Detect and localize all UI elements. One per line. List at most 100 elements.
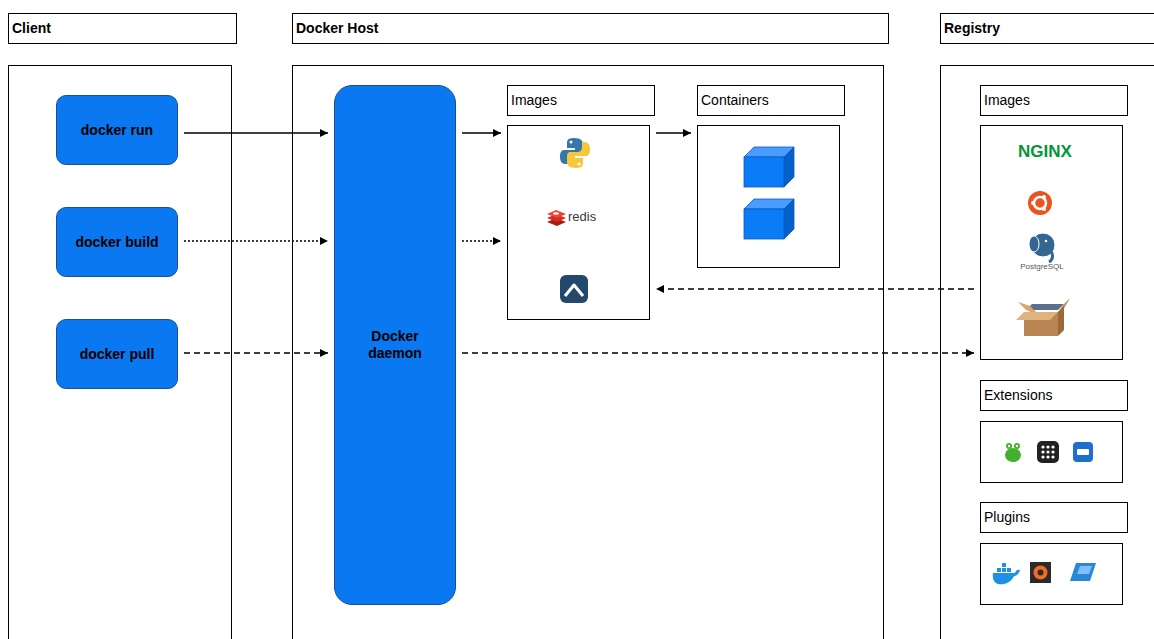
ubuntu-icon-part: [1028, 191, 1052, 215]
arrowhead-def: [184, 133, 974, 353]
plugin-icon-part: [1002, 563, 1006, 567]
plugin-icon-part: [1077, 566, 1092, 574]
heading-text: Containers: [701, 86, 844, 115]
extension-icon-part: [1041, 450, 1044, 453]
heading-text: Registry: [944, 14, 1154, 43]
flow-arrow: [184, 352, 328, 354]
panel-heading: Extensions: [980, 380, 1128, 411]
extension-icon-part: [1077, 449, 1089, 455]
plugin-icon-part: [1070, 563, 1096, 581]
extension-icon-part: [1046, 455, 1049, 458]
package-icon: [1016, 298, 1070, 336]
postgresql-icon: [1029, 233, 1055, 262]
extension-icon-part: [1046, 450, 1049, 453]
heading-text: Plugins: [984, 503, 1127, 532]
container-cube: [744, 199, 794, 239]
plugin-icon-part: [1030, 562, 1051, 583]
heading-text: Docker Host: [296, 14, 888, 43]
python-icon-part: [567, 142, 590, 168]
heading-text: Extensions: [984, 381, 1127, 410]
box-text: docker run: [81, 122, 153, 139]
ubuntu-icon-part: [1042, 195, 1046, 199]
python-icon: [560, 138, 590, 168]
logo-text: NGINX: [1018, 142, 1072, 162]
container-cube-part: [744, 209, 784, 239]
command-box: docker build: [56, 207, 178, 277]
flow-arrow: [656, 288, 974, 290]
redis-icon: [547, 210, 566, 226]
container-cube: [744, 147, 794, 187]
ubuntu-icon: [1028, 191, 1052, 215]
logo-text: redis: [568, 209, 596, 225]
plugin-icon-part: [1034, 566, 1048, 580]
extension-icon: [1073, 442, 1093, 462]
panel-heading: Images: [980, 85, 1128, 116]
extension-icon-part: [1051, 450, 1054, 453]
panel-heading: Client: [8, 13, 237, 44]
panel-heading: Registry: [940, 13, 1154, 44]
daemon-box: Docker daemon: [334, 85, 456, 605]
group-panel: Plugins: [980, 543, 1123, 605]
group-panel: Containers: [697, 125, 840, 268]
plugin-icon: [1070, 563, 1096, 581]
container-cube-part: [784, 199, 794, 239]
ubuntu-icon-part: [1031, 201, 1035, 205]
package-icon-part: [1016, 312, 1058, 320]
python-icon-part: [578, 163, 581, 166]
extension-icon-part: [1051, 455, 1054, 458]
extension-icon-part: [1014, 443, 1020, 449]
panel-heading: Docker Host: [292, 13, 889, 44]
flow-arrow: [462, 240, 501, 242]
box-text: docker pull: [80, 346, 155, 363]
heading-text: Images: [511, 86, 654, 115]
extension-icon-part: [1006, 443, 1012, 449]
redis-icon-part: [553, 212, 559, 214]
extension-icon-part: [1041, 455, 1044, 458]
plugin-icon-part: [993, 570, 1020, 585]
plugin-icon: [1030, 562, 1051, 583]
box-text: Docker daemon: [359, 328, 431, 362]
postgresql-icon-part: [1049, 250, 1053, 262]
flow-arrow: [184, 132, 328, 134]
redis-icon-part: [547, 210, 566, 218]
container-cube-part: [744, 157, 784, 187]
flow-arrow: [462, 132, 501, 134]
flow-arrow: [184, 240, 328, 242]
plugin-icon-part: [997, 568, 1001, 572]
extension-icon-part: [1005, 448, 1021, 462]
plugin-icon-part: [1038, 570, 1044, 576]
extension-icon-part: [1041, 445, 1044, 448]
image-icon-part: [560, 275, 588, 303]
box-text: docker build: [75, 234, 158, 251]
panel-heading: Containers: [697, 85, 845, 116]
column-panel: Docker daemonImagesContainersDocker Host: [292, 65, 884, 639]
heading-text: Images: [984, 86, 1127, 115]
flow-arrow: [462, 352, 974, 354]
extension-icon-part: [1016, 445, 1018, 447]
extension-icon-part: [1073, 442, 1093, 462]
panel-heading: Plugins: [980, 502, 1128, 533]
extension-icon-part: [1008, 445, 1010, 447]
column-panel: docker rundocker builddocker pullClient: [8, 65, 232, 639]
panel-heading: Images: [507, 85, 655, 116]
python-icon-part: [570, 141, 573, 144]
plugin-icon: [993, 563, 1020, 584]
plugin-icon-part: [1007, 568, 1011, 572]
ubuntu-icon-part: [1042, 207, 1046, 211]
command-box: docker run: [56, 95, 178, 165]
container-cube-part: [784, 147, 794, 187]
postgresql-icon-part: [1045, 240, 1048, 243]
extension-icon-part: [1037, 441, 1059, 463]
logo-text: PostgreSQL: [1020, 262, 1064, 272]
postgresql-icon-part: [1029, 236, 1039, 252]
flow-arrow: [656, 132, 691, 134]
plugin-icon-part: [1002, 568, 1006, 572]
heading-text: Client: [12, 14, 236, 43]
group-panel: Extensions: [980, 421, 1123, 483]
image-icon-part: [565, 285, 583, 296]
extension-icon-part: [1046, 445, 1049, 448]
extension-icon: [1005, 443, 1021, 462]
package-icon-part: [1058, 306, 1064, 336]
